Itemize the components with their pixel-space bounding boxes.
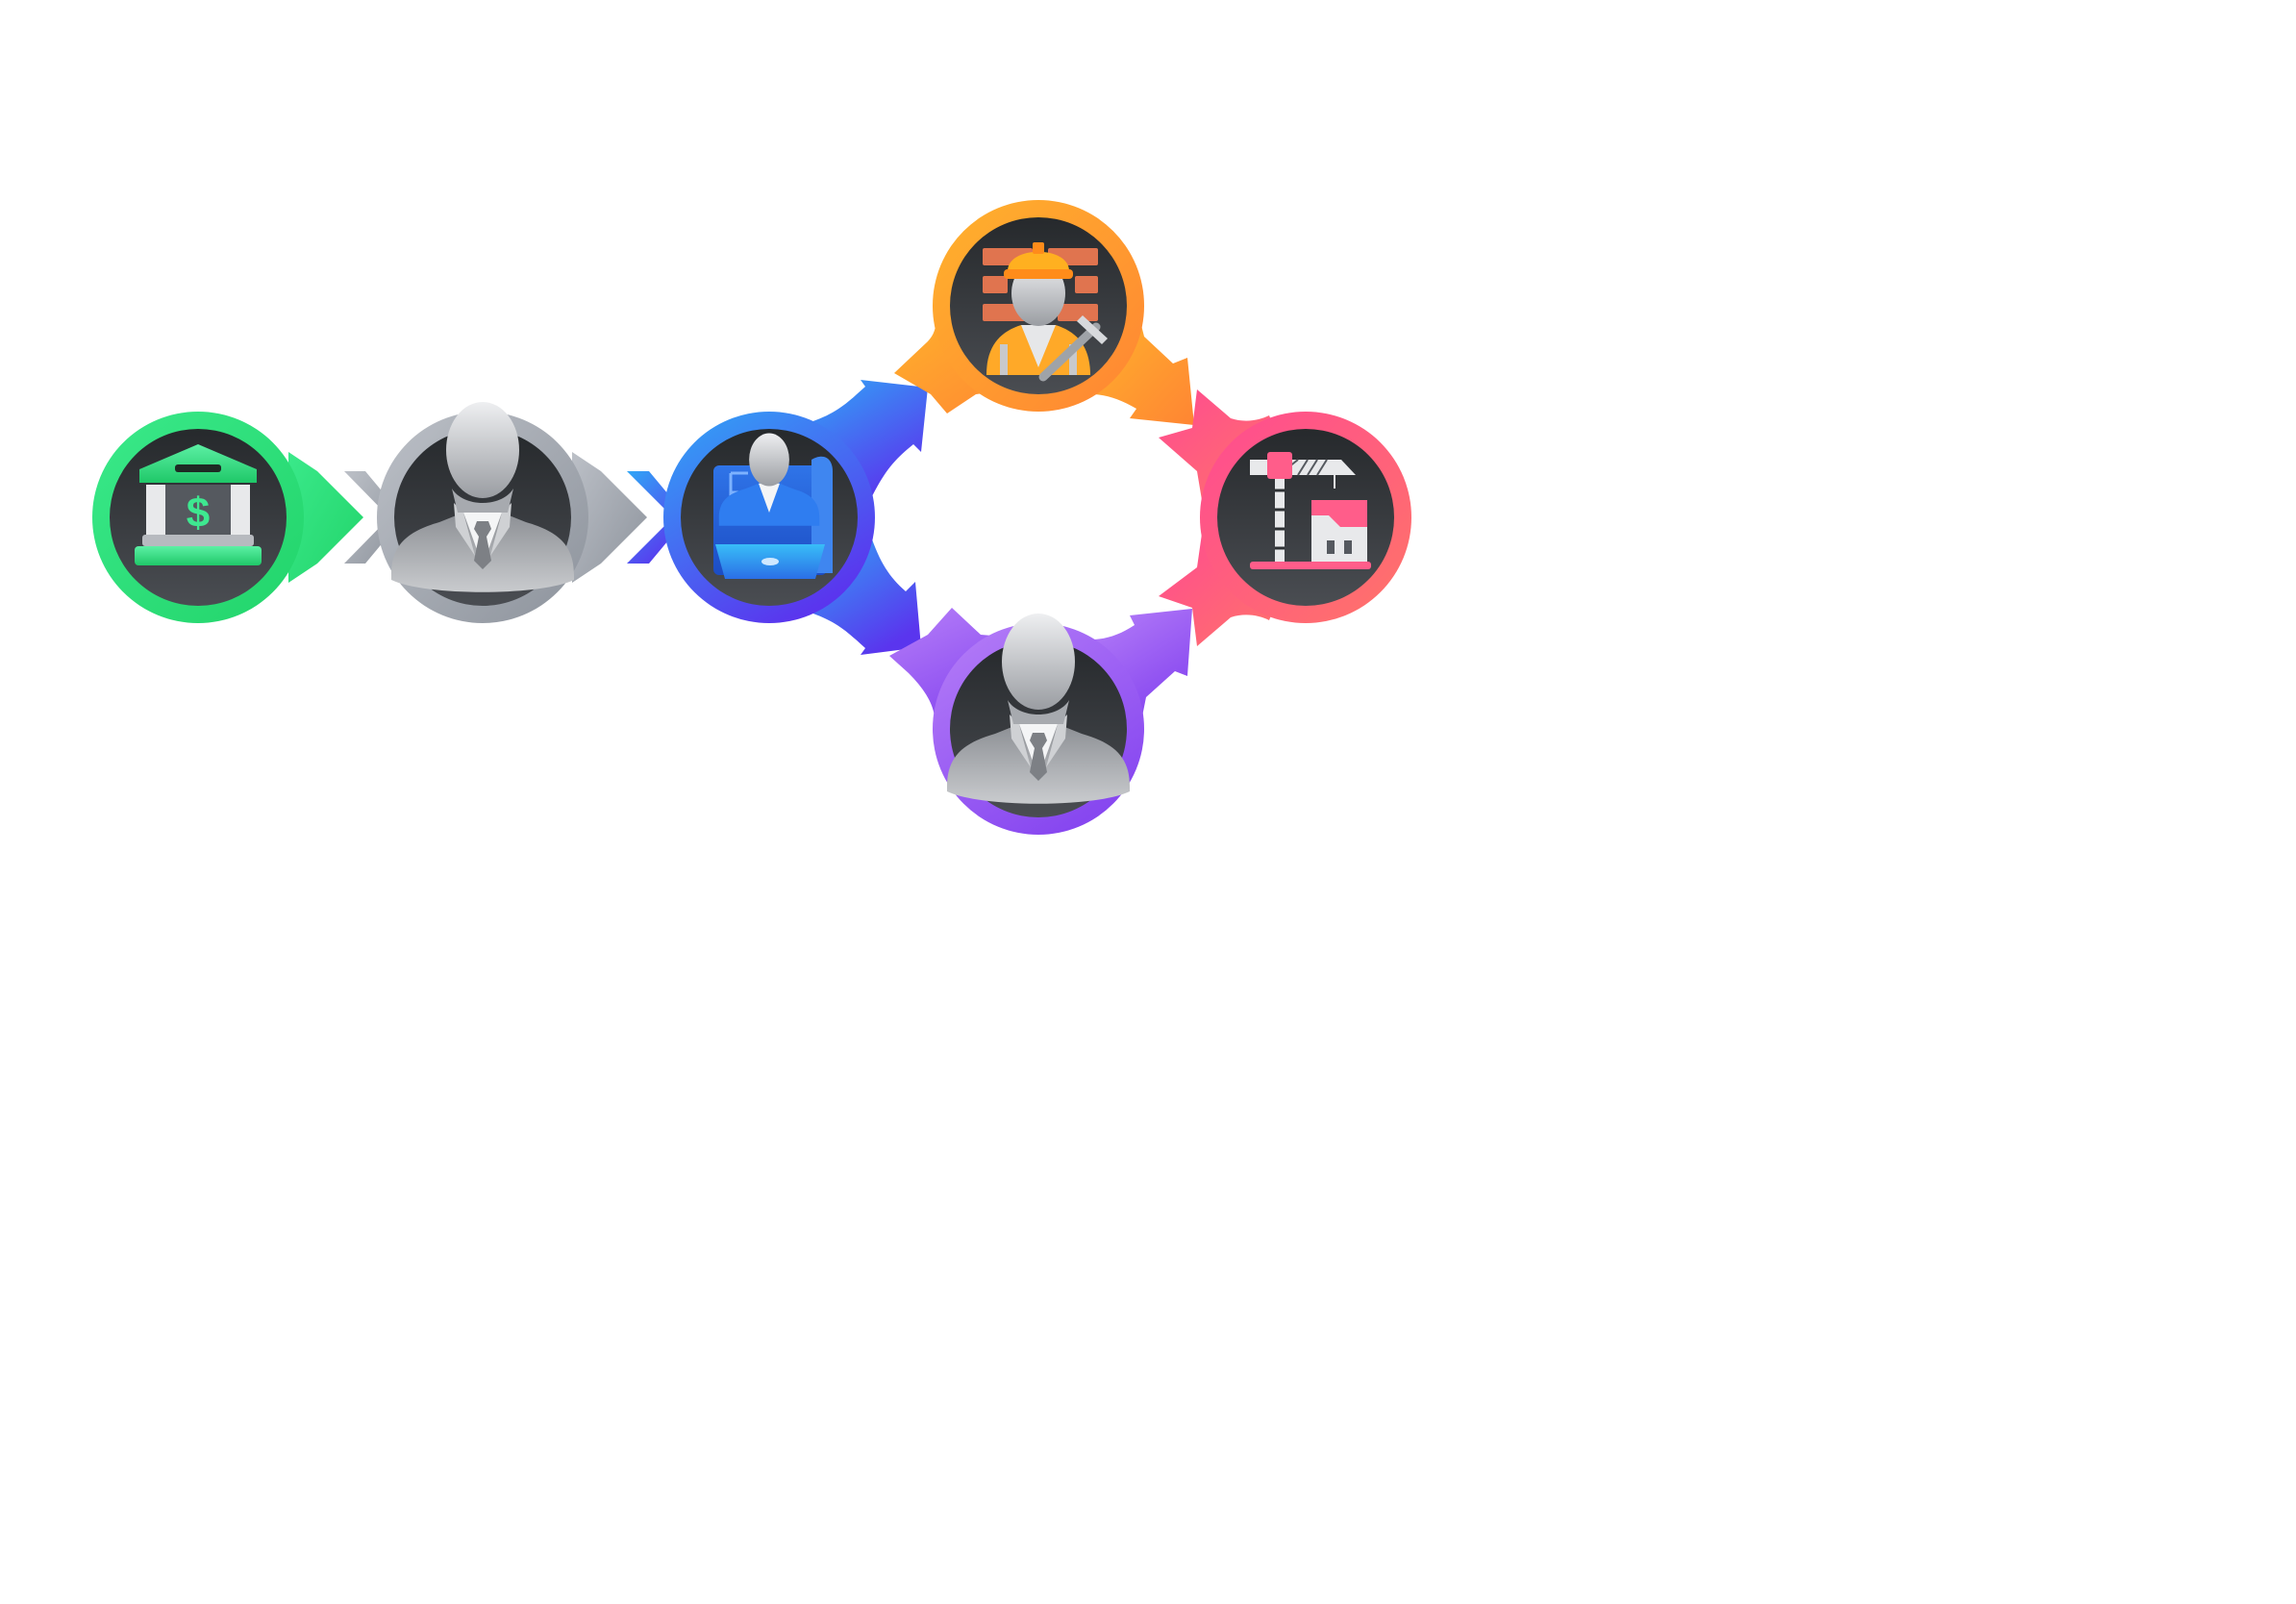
arrow-manager-to-building [1091,609,1192,716]
node-architect [663,412,875,623]
arrow-architect-to-contractor [808,380,928,500]
node-client [377,402,588,623]
arrow-bank-to-client [288,452,363,583]
arrow-client-to-architect [572,452,647,583]
node-contractor [933,200,1144,412]
arrow-contractor-to-building [1091,317,1194,425]
node-building [1200,412,1411,623]
bank-dollar-icon: $ [135,444,262,565]
architect-laptop-blueprint-icon [713,433,833,579]
node-bank: $ [92,412,304,623]
svg-text:$: $ [187,489,210,537]
crane-building-icon [1250,452,1371,569]
construction-worker-icon [983,242,1108,382]
arrow-architect-to-manager [808,534,921,655]
node-manager [933,614,1144,835]
